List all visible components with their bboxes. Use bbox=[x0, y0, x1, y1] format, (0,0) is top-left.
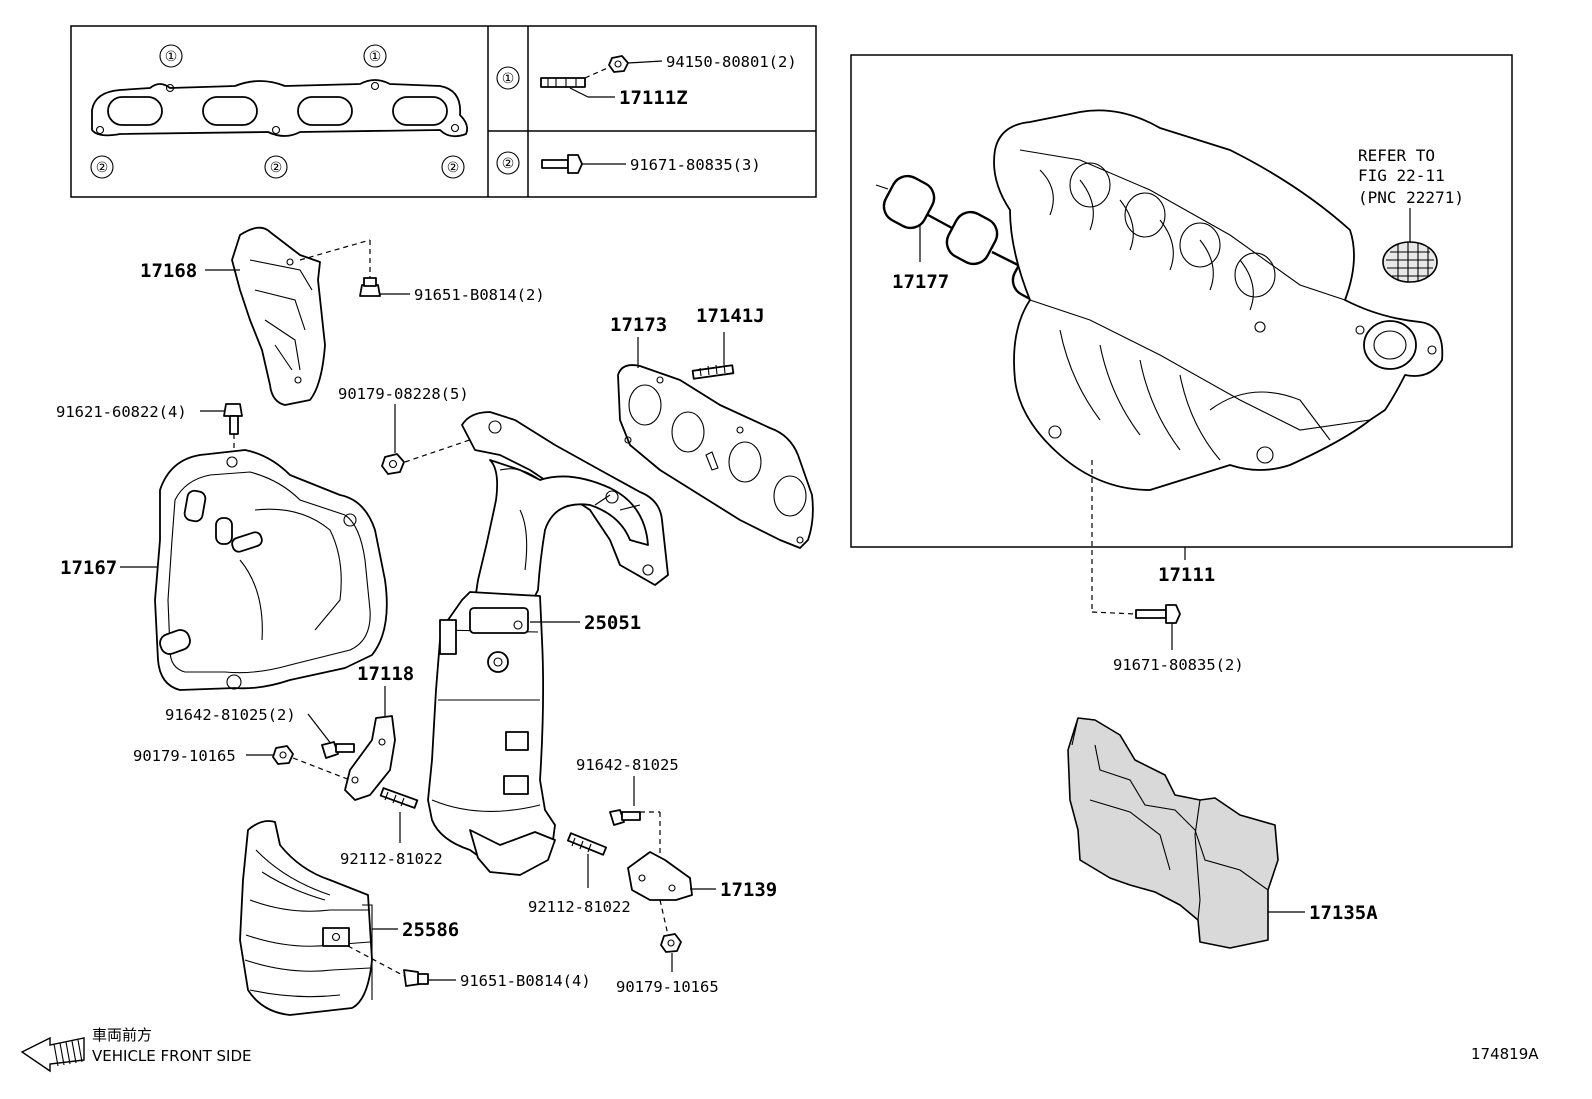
bracket-17139-drawing bbox=[627, 851, 693, 901]
insulator-17135a-drawing bbox=[1067, 717, 1279, 949]
bolt-91621-part-number: 91621-60822(4) bbox=[56, 403, 187, 421]
intake-manifold-drawing bbox=[993, 109, 1444, 491]
row-marker-2: ② bbox=[496, 151, 520, 175]
exhaust-manifold-25051-pnc: 25051 bbox=[584, 612, 641, 634]
bracket-17118-drawing bbox=[344, 715, 396, 801]
refer-note-line3: (PNC 22271) bbox=[1358, 188, 1464, 207]
refer-note-line1: REFER TO bbox=[1358, 146, 1435, 165]
vehicle-front-label-jp: 車両前方 bbox=[92, 1026, 152, 1044]
screen-filter-icon bbox=[1382, 241, 1438, 283]
bracket-17168-drawing bbox=[231, 226, 326, 406]
insulator-25586-drawing bbox=[239, 820, 373, 1016]
inset-nut-part-number: 94150-80801(2) bbox=[666, 53, 797, 71]
stud-17141j-icon bbox=[691, 363, 735, 380]
svg-text:②: ② bbox=[270, 160, 283, 176]
insulator-17135a-pnc: 17135A bbox=[1309, 902, 1378, 924]
inset-stud-pnc: 17111Z bbox=[619, 87, 688, 109]
nut-90179a-icon bbox=[381, 453, 405, 475]
bracket-17168-pnc: 17168 bbox=[140, 260, 197, 282]
nut-icon bbox=[608, 55, 629, 73]
stud-icon bbox=[540, 77, 586, 88]
bolt-91651a-part-number: 91651-B0814(2) bbox=[414, 286, 545, 304]
stud-17141j-pnc: 17141J bbox=[696, 305, 765, 327]
bracket-17118-pnc: 17118 bbox=[357, 663, 414, 685]
nut-90179b-part-number: 90179-10165 bbox=[133, 747, 236, 765]
stud-92112a-part-number: 92112-81022 bbox=[340, 850, 443, 868]
bolt-91651b-part-number: 91651-B0814(4) bbox=[460, 972, 591, 990]
bracket-17139-pnc: 17139 bbox=[720, 879, 777, 901]
svg-text:②: ② bbox=[96, 160, 109, 176]
nut-90179b-icon bbox=[272, 745, 294, 765]
gasket-marker-2b: ② bbox=[264, 155, 288, 179]
bolt-91642b-icon bbox=[609, 809, 641, 826]
gasket-marker-1a: ① bbox=[159, 44, 183, 68]
intake-manifold-pnc: 17111 bbox=[1158, 564, 1215, 586]
svg-text:①: ① bbox=[369, 49, 382, 65]
inset-box: ① ① ② ② ② ① bbox=[70, 25, 817, 198]
svg-text:②: ② bbox=[502, 156, 515, 172]
stud-92112b-icon bbox=[566, 832, 608, 856]
intake-bolt-icon bbox=[1135, 604, 1181, 624]
intake-bolt-part-number: 91671-80835(2) bbox=[1113, 656, 1244, 674]
bolt-icon bbox=[541, 154, 583, 174]
refer-note-line2: FIG 22-11 bbox=[1358, 166, 1445, 185]
svg-text:②: ② bbox=[447, 160, 460, 176]
bolt-91651b-icon bbox=[403, 969, 429, 987]
stud-92112b-part-number: 92112-81022 bbox=[528, 898, 631, 916]
gasket-17173-pnc: 17173 bbox=[610, 314, 667, 336]
inset-bolt-part-number: 91671-80835(3) bbox=[630, 156, 761, 174]
vehicle-front-label-en: VEHICLE FRONT SIDE bbox=[92, 1047, 252, 1065]
intake-gasket-pnc: 17177 bbox=[892, 271, 949, 293]
bolt-91642b-part-number: 91642-81025 bbox=[576, 756, 679, 774]
bolt-91621-icon bbox=[223, 403, 243, 435]
vehicle-front-arrow-icon bbox=[20, 1036, 85, 1073]
row-marker-1: ① bbox=[496, 66, 520, 90]
svg-text:①: ① bbox=[165, 49, 178, 65]
bolt-91642a-icon bbox=[321, 741, 355, 759]
nut-90179c-icon bbox=[660, 933, 682, 953]
insulator-17167-pnc: 17167 bbox=[60, 557, 117, 579]
bolt-91651a-icon bbox=[359, 277, 381, 297]
manifold-gasket-drawing bbox=[91, 79, 469, 138]
stud-92112a-icon bbox=[379, 787, 419, 809]
nut-90179c-part-number: 90179-10165 bbox=[616, 978, 719, 996]
nut-90179a-part-number: 90179-08228(5) bbox=[338, 385, 469, 403]
gasket-17173-drawing bbox=[617, 364, 814, 549]
exhaust-manifold-25051-drawing bbox=[427, 411, 669, 876]
figure-id: 174819A bbox=[1471, 1045, 1539, 1063]
gasket-marker-1b: ① bbox=[363, 44, 387, 68]
bolt-91642a-part-number: 91642-81025(2) bbox=[165, 706, 296, 724]
gasket-marker-2c: ② bbox=[441, 155, 465, 179]
insulator-25586-pnc: 25586 bbox=[402, 919, 459, 941]
svg-text:①: ① bbox=[502, 71, 515, 87]
intake-manifold-box: REFER TO FIG 22-11 (PNC 22271) 17177 bbox=[850, 54, 1513, 586]
gasket-marker-2a: ② bbox=[90, 155, 114, 179]
insulator-17167-drawing bbox=[154, 449, 388, 691]
